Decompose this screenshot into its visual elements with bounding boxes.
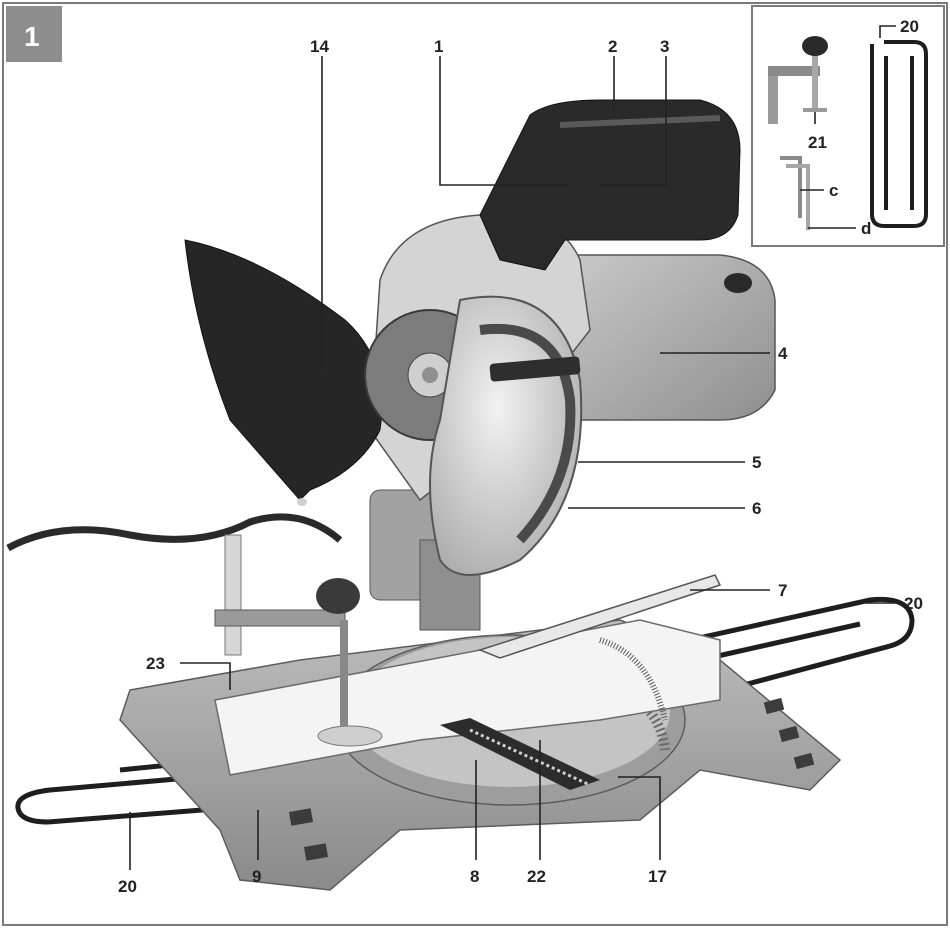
workpiece-clamp-illustration: [214, 534, 383, 747]
callout-14: 14: [310, 37, 329, 56]
callout-8: 8: [470, 867, 479, 886]
blade-bolt-illustration: [422, 367, 438, 383]
power-cord-illustration: [6, 513, 343, 552]
motor-housing-illustration: [559, 254, 776, 421]
inset-extension-rod-illustration: [870, 40, 928, 228]
handle-grip-highlight-illustration: [559, 115, 721, 128]
callout-22: 22: [527, 867, 546, 886]
table-insert-illustration: [440, 718, 600, 790]
callout-4: 4: [778, 344, 788, 363]
dust-bag-illustration: [184, 239, 383, 501]
inset-hex-keys-illustration: [780, 156, 810, 230]
figure-number-box: [6, 6, 62, 62]
dust-bag-tip-illustration: [297, 498, 307, 506]
guard-strap-illustration: [489, 356, 581, 382]
callout-17: 17: [648, 867, 667, 886]
callout-6: 6: [752, 499, 761, 518]
inset-clamp-illustration: [768, 36, 828, 124]
leader-23: [180, 662, 231, 690]
leader-1: [439, 56, 570, 186]
inset-callout-21: 21: [808, 133, 827, 152]
callout-7: 7: [778, 581, 787, 600]
callout-20-left: 20: [118, 877, 137, 896]
workpiece-fence-illustration: [477, 574, 722, 659]
callout-1: 1: [434, 37, 443, 56]
callout-2: 2: [608, 37, 617, 56]
leader-17: [618, 776, 661, 860]
inset-callout-d: d: [861, 219, 871, 238]
leader-3: [600, 56, 667, 186]
callout-9: 9: [252, 867, 261, 886]
callout-3: 3: [660, 37, 669, 56]
inset-callout-20: 20: [900, 17, 919, 36]
motor-vent-illustration: [724, 273, 752, 293]
right-extension-rods-illustration: [689, 596, 915, 689]
callout-5: 5: [752, 453, 761, 472]
guard-rim-illustration: [479, 323, 576, 544]
callout-20-right: 20: [904, 594, 923, 613]
callout-23: 23: [146, 654, 165, 673]
figure-number: 1: [24, 21, 40, 52]
inset-callout-c: c: [829, 181, 838, 200]
